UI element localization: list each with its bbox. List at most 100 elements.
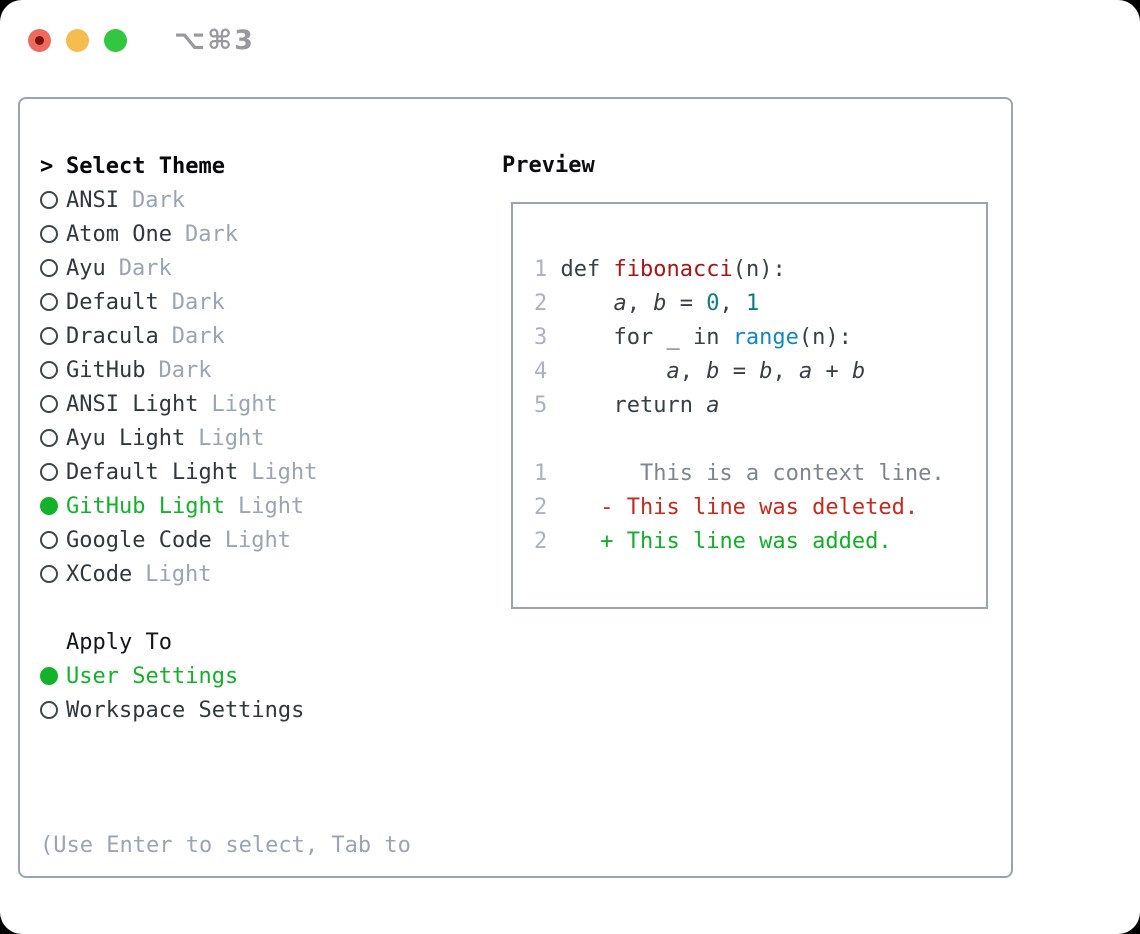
theme-item-ansi-light[interactable]: ANSI Light Light	[40, 387, 411, 421]
radio-slot	[40, 429, 66, 447]
code-segment	[547, 529, 600, 554]
line-number: 1	[534, 257, 548, 282]
hint-line-1: (Use Enter to select, Tab to	[40, 833, 411, 858]
line-number: 2	[534, 291, 548, 316]
radio-slot	[40, 395, 66, 413]
preview-code-line: 1 This is a context line.	[534, 457, 986, 491]
preview-code-line: 2 a, b = 0, 1	[534, 287, 986, 321]
radio-slot	[40, 293, 66, 311]
theme-variant-tag: Dark	[184, 221, 238, 247]
code-segment: a	[613, 291, 627, 316]
option-label: Workspace Settings	[66, 697, 305, 723]
radio-slot	[40, 463, 66, 481]
option-label: ANSI	[66, 187, 119, 213]
code-segment: 0	[706, 291, 720, 316]
apply-to-header: Apply To	[40, 625, 411, 659]
line-number: 4	[534, 359, 548, 384]
close-dot-icon	[35, 36, 44, 45]
apply-option-user-settings[interactable]: User Settings	[40, 659, 411, 693]
code-segment: b	[851, 359, 866, 384]
zoom-button[interactable]	[104, 29, 127, 52]
code-segment: (n):	[798, 325, 852, 350]
line-number: 2	[534, 529, 548, 554]
code-segment: This is a context line.	[547, 461, 945, 486]
preview-blank-line	[534, 423, 986, 457]
code-segment: a	[666, 359, 680, 384]
radio-icon	[40, 225, 58, 243]
option-label: GitHub	[66, 357, 146, 383]
radio-slot	[40, 225, 66, 243]
close-button[interactable]	[28, 29, 51, 52]
code-segment: a	[706, 393, 720, 418]
radio-icon	[40, 259, 58, 277]
line-number: 5	[534, 393, 548, 418]
spacer	[40, 727, 411, 761]
option-label: ANSI Light	[66, 391, 199, 417]
line-number: 3	[534, 325, 548, 350]
radio-icon	[40, 327, 58, 345]
option-label: Ayu	[66, 255, 106, 281]
code-segment	[547, 291, 613, 316]
titlebar: ⌥⌘3	[28, 25, 255, 56]
hint-text: (Use Enter to select, Tab to change focu…	[40, 761, 411, 934]
option-label: Atom One	[66, 221, 172, 247]
code-segment: (n):	[732, 257, 786, 282]
radio-icon	[40, 463, 58, 481]
prompt-icon: >	[40, 153, 54, 179]
preview-title: Preview	[502, 153, 595, 178]
theme-item-ayu-light[interactable]: Ayu Light Light	[40, 421, 411, 455]
code-segment: ,	[772, 359, 799, 384]
preview-code-line: 5 return a	[534, 389, 986, 423]
radio-icon	[40, 361, 58, 379]
theme-variant-tag: Dark	[171, 323, 225, 349]
code-segment: a	[798, 359, 813, 384]
apply-option-workspace-settings[interactable]: Workspace Settings	[40, 693, 411, 727]
radio-slot	[40, 701, 66, 719]
radio-slot	[40, 259, 66, 277]
option-label: Ayu Light	[66, 425, 186, 451]
select-theme-title: Select Theme	[66, 153, 225, 179]
radio-slot	[40, 531, 66, 549]
select-theme-header: > Select Theme	[40, 149, 411, 183]
theme-variant-tag: Light	[198, 425, 265, 451]
code-segment: +	[812, 359, 852, 384]
code-segment: 1	[745, 291, 760, 316]
code-segment: - This line was deleted.	[600, 495, 919, 520]
code-segment: ,	[719, 291, 746, 316]
radio-slot	[40, 191, 66, 209]
theme-variant-tag: Light	[224, 527, 291, 553]
option-label: GitHub Light	[66, 493, 225, 519]
code-segment: for _ in	[547, 325, 733, 350]
theme-item-google-code[interactable]: Google Code Light	[40, 523, 411, 557]
radio-icon	[40, 395, 58, 413]
theme-item-atom-one[interactable]: Atom One Dark	[40, 217, 411, 251]
theme-item-xcode[interactable]: XCode Light	[40, 557, 411, 591]
option-label: Google Code	[66, 527, 212, 553]
option-label: User Settings	[66, 663, 239, 689]
preview-code-line: 4 a, b = b, a + b	[534, 355, 986, 389]
theme-item-github-light[interactable]: GitHub Light Light	[40, 489, 411, 523]
theme-variant-tag: Light	[237, 493, 305, 519]
option-label: XCode	[66, 561, 133, 587]
line-number: 1	[534, 461, 548, 486]
preview-code-line: 2 + This line was added.	[534, 525, 986, 559]
theme-variant-tag: Dark	[171, 289, 225, 315]
prompt-slot: >	[40, 154, 66, 179]
code-segment: ,	[626, 291, 654, 316]
minimize-button[interactable]	[66, 29, 89, 52]
code-segment	[547, 495, 600, 520]
theme-variant-tag: Light	[211, 391, 278, 417]
theme-variant-tag: Light	[145, 561, 212, 587]
radio-selected-icon	[40, 497, 58, 515]
